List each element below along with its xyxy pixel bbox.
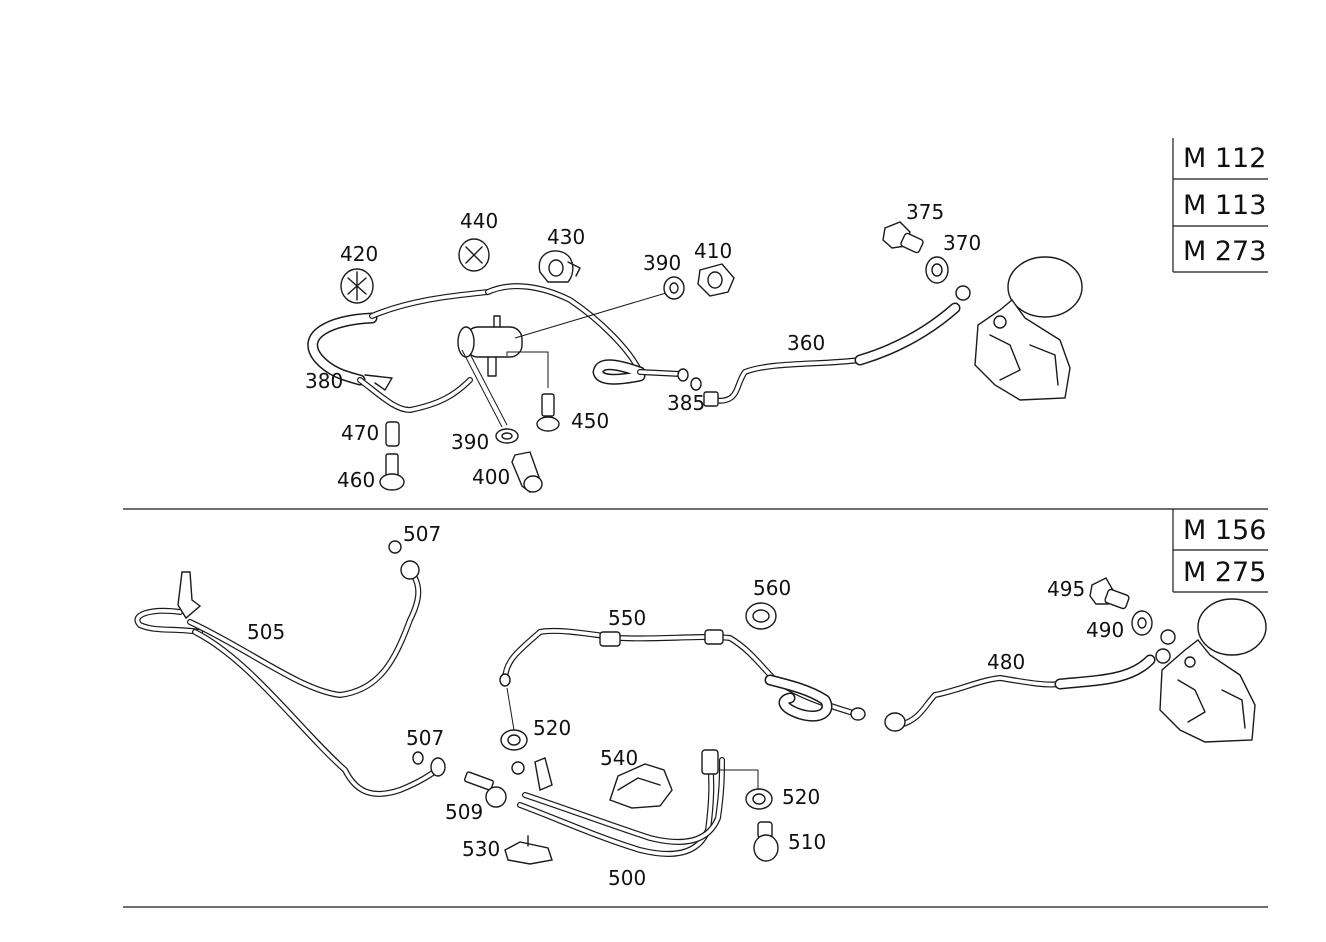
callout-490: 490 <box>1086 618 1124 642</box>
callout-520-right: 520 <box>782 785 820 809</box>
callout-505: 505 <box>247 620 285 644</box>
engine-code-m273: M 273 <box>1183 236 1266 267</box>
callout-520-left: 520 <box>533 716 571 740</box>
lower-callouts: 480 490 495 500 505 507 507 509 510 520 … <box>247 522 1124 890</box>
engine-code-m112: M 112 <box>1183 143 1266 174</box>
engine-code-m156: M 156 <box>1183 515 1266 546</box>
callout-530: 530 <box>462 837 500 861</box>
upper-callouts: 360 370 375 380 385 390 390 400 410 420 … <box>305 200 981 492</box>
engine-code-table-upper: M 112 M 113 M 273 <box>1172 138 1268 273</box>
callout-550: 550 <box>608 606 646 630</box>
callout-480: 480 <box>987 650 1025 674</box>
callout-380: 380 <box>305 369 343 393</box>
callout-460: 460 <box>337 468 375 492</box>
callout-385: 385 <box>667 391 705 415</box>
engine-code-table-lower: M 156 M 275 <box>1172 509 1268 593</box>
engine-code-m113: M 113 <box>1183 190 1266 221</box>
upper-line-assembly <box>307 221 1083 493</box>
callout-450: 450 <box>571 409 609 433</box>
callout-390-upper: 390 <box>643 251 681 275</box>
callout-410: 410 <box>694 239 732 263</box>
callout-509: 509 <box>445 800 483 824</box>
callout-360: 360 <box>787 331 825 355</box>
engine-code-m275: M 275 <box>1183 557 1266 588</box>
callout-495: 495 <box>1047 577 1085 601</box>
callout-400: 400 <box>472 465 510 489</box>
lower-line-assembly <box>134 540 1267 865</box>
callout-507-upper: 507 <box>403 522 441 546</box>
callout-510: 510 <box>788 830 826 854</box>
callout-560: 560 <box>753 576 791 600</box>
callout-470: 470 <box>341 421 379 445</box>
callout-375: 375 <box>906 200 944 224</box>
callout-420: 420 <box>340 242 378 266</box>
callout-440: 440 <box>460 209 498 233</box>
callout-500: 500 <box>608 866 646 890</box>
callout-370: 370 <box>943 231 981 255</box>
callout-540: 540 <box>600 746 638 770</box>
callout-430: 430 <box>547 225 585 249</box>
callout-390-lower: 390 <box>451 430 489 454</box>
callout-507-lower: 507 <box>406 726 444 750</box>
